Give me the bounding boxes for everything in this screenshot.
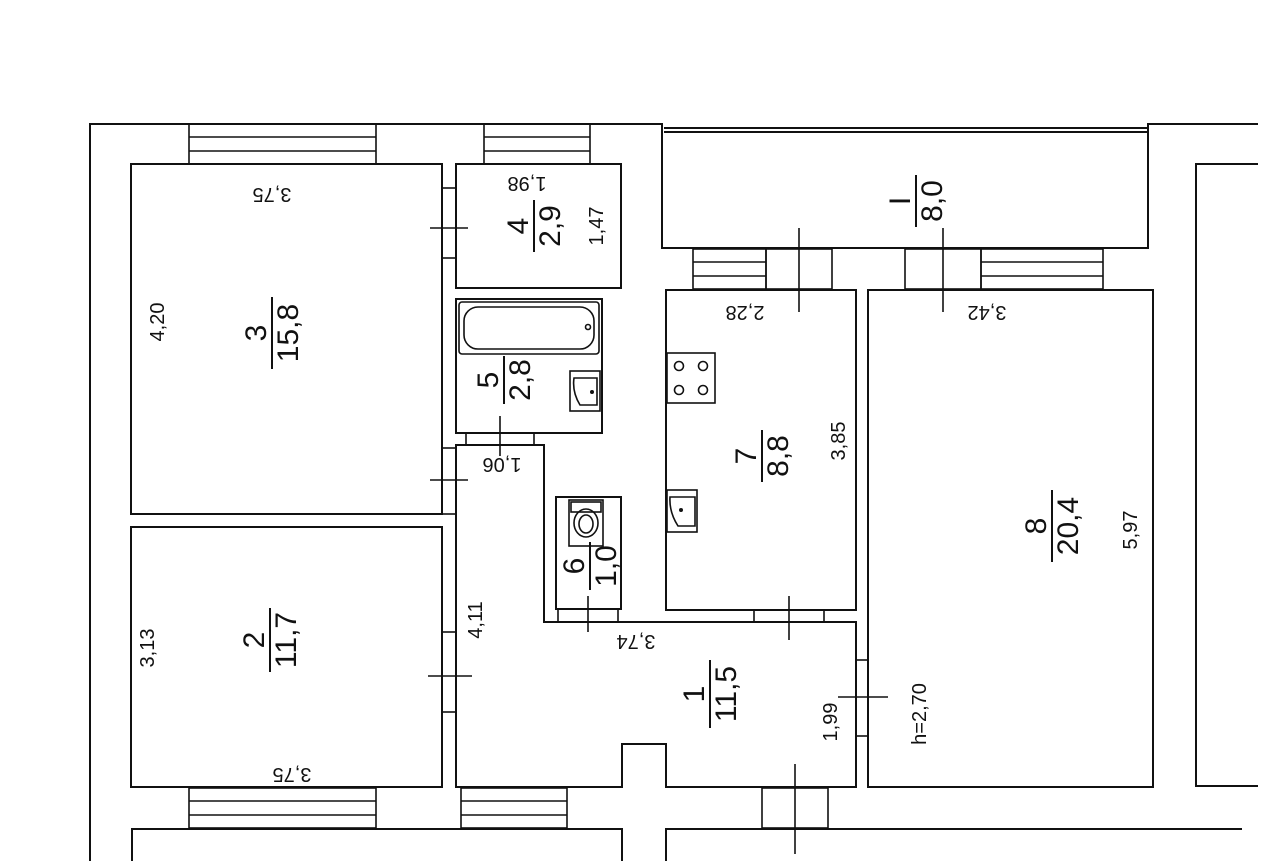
dim-r2-height: 3,13 xyxy=(137,629,159,668)
dim-r8-width: 3,42 xyxy=(968,301,1007,323)
window-room-8 xyxy=(980,248,1104,290)
room-label-1: 1 11,5 xyxy=(678,660,743,728)
room-number: I xyxy=(884,197,917,205)
kitchen-sink-icon xyxy=(666,489,698,533)
dim-hall-top-width: 1,06 xyxy=(483,453,522,475)
room-label-8: 8 20,4 xyxy=(1020,490,1085,562)
room-label-7: 7 8,8 xyxy=(730,430,795,482)
room-label-6: 6 1,0 xyxy=(558,542,623,590)
balcony-doors xyxy=(761,228,982,854)
room-area: 2,9 xyxy=(534,205,567,247)
room-area: 20,4 xyxy=(1052,497,1085,555)
dim-r4-height: 1,47 xyxy=(586,207,608,246)
room-number: 4 xyxy=(502,218,535,235)
door-openings xyxy=(428,187,888,737)
window-room-3 xyxy=(188,123,377,165)
room-number: 3 xyxy=(240,325,273,342)
room-area: 11,7 xyxy=(270,612,303,668)
dim-r4-width: 1,98 xyxy=(508,172,547,194)
dim-r2-width: 3,75 xyxy=(273,763,312,785)
window-hall xyxy=(460,787,568,829)
room-area: 1,0 xyxy=(590,545,623,587)
hall-outline xyxy=(455,444,857,788)
room-number: 7 xyxy=(730,448,763,465)
room-label-2: 2 11,7 xyxy=(238,608,303,672)
room-number: 6 xyxy=(558,558,591,575)
window-kitchen xyxy=(692,248,767,290)
room-8-outline xyxy=(867,289,1154,788)
stove-icon xyxy=(666,352,716,404)
dim-r7-height: 3,85 xyxy=(828,422,850,461)
dim-hall-height: 4,11 xyxy=(465,601,487,638)
room-area: 2,8 xyxy=(504,359,537,401)
room-area: 15,8 xyxy=(272,304,305,362)
dim-r3-width: 3,75 xyxy=(253,183,292,205)
dim-hall-width: 3,74 xyxy=(617,630,656,652)
bathtub-icon xyxy=(458,301,600,355)
room-label-3: 3 15,8 xyxy=(240,297,305,369)
dim-hall-height-right: 1,99 xyxy=(820,703,842,742)
dim-r7-width: 2,28 xyxy=(726,301,765,323)
room-area: 8,8 xyxy=(762,435,795,477)
room-area: 11,5 xyxy=(710,666,743,722)
room-number: 8 xyxy=(1020,518,1053,535)
room-label-balcony: I 8,0 xyxy=(884,175,949,227)
window-room-2 xyxy=(188,787,377,829)
room-3-outline xyxy=(130,163,443,515)
outer-walls xyxy=(89,123,1258,861)
dim-r3-height: 4,20 xyxy=(147,303,169,342)
windows xyxy=(188,123,1104,829)
sink-icon xyxy=(569,370,601,412)
room-number: 2 xyxy=(238,632,271,649)
room-label-4: 4 2,9 xyxy=(502,200,567,252)
room-number: 5 xyxy=(472,372,505,389)
room-number: 1 xyxy=(678,686,711,703)
dim-r8-height: 5,97 xyxy=(1120,511,1142,550)
room-label-5: 5 2,8 xyxy=(472,356,537,404)
ceiling-height: h=2,70 xyxy=(909,683,931,745)
room-area: 8,0 xyxy=(916,180,949,222)
toilet-icon xyxy=(568,499,604,547)
window-room-4 xyxy=(483,123,591,165)
